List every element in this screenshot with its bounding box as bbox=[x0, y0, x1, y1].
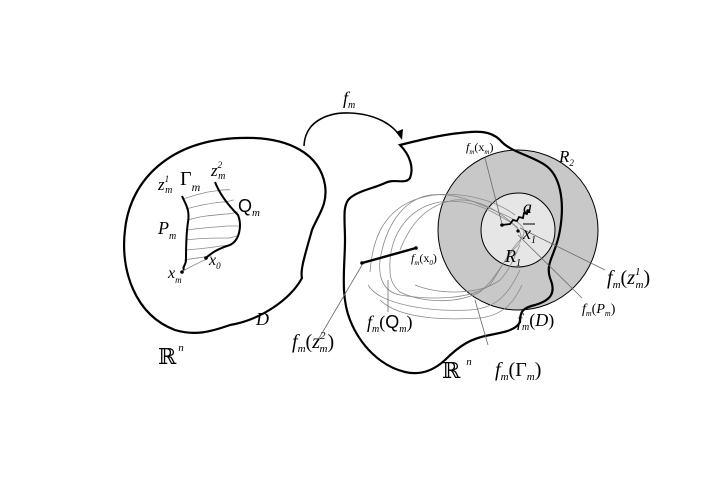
domain-D-boundary bbox=[123, 136, 327, 335]
label-Q-m: Qm bbox=[238, 196, 260, 219]
label-domain-D: D bbox=[255, 309, 269, 329]
image-curve-P-m bbox=[501, 209, 529, 226]
label-fm-x0: fm(x0) bbox=[411, 251, 437, 267]
label-fm-Gamma: fm(Γm) bbox=[495, 359, 541, 383]
image-curve-Q-m bbox=[361, 246, 417, 265]
label-P-m: Pm bbox=[157, 218, 176, 242]
arrowhead-icon bbox=[396, 129, 403, 140]
label-gamma-m: Γm bbox=[180, 168, 201, 194]
label-fm-P: fm(Pm) bbox=[582, 302, 616, 318]
leader-lines bbox=[317, 157, 606, 346]
label-x1: x1 bbox=[522, 223, 536, 246]
point-a bbox=[526, 209, 530, 213]
label-fm-Q: fm(Qm) bbox=[367, 312, 413, 335]
point-x-0 bbox=[204, 256, 208, 260]
label-x-m: xm bbox=[167, 265, 182, 285]
label-R1: R1 bbox=[504, 246, 521, 269]
label-fm-xm: fm(xm) bbox=[466, 140, 493, 156]
image-gamma-curves bbox=[367, 193, 525, 320]
curve-P-m bbox=[181, 195, 190, 271]
point-fm-z2 bbox=[360, 261, 364, 265]
point-x1 bbox=[516, 229, 520, 233]
curve-Q-m bbox=[205, 181, 241, 259]
label-f-m: fm bbox=[343, 88, 355, 111]
label-fm-D: fm(D) bbox=[517, 310, 554, 333]
label-R2: R2 bbox=[558, 147, 574, 168]
point-x-m bbox=[180, 270, 184, 274]
label-x-0: x0 bbox=[208, 252, 221, 271]
point-fm-xm bbox=[500, 223, 504, 227]
domain-fmD-boundary bbox=[342, 130, 563, 375]
label-a: a bbox=[523, 197, 532, 217]
mapping-arrow bbox=[303, 112, 401, 147]
point-fm-x0 bbox=[414, 246, 418, 250]
